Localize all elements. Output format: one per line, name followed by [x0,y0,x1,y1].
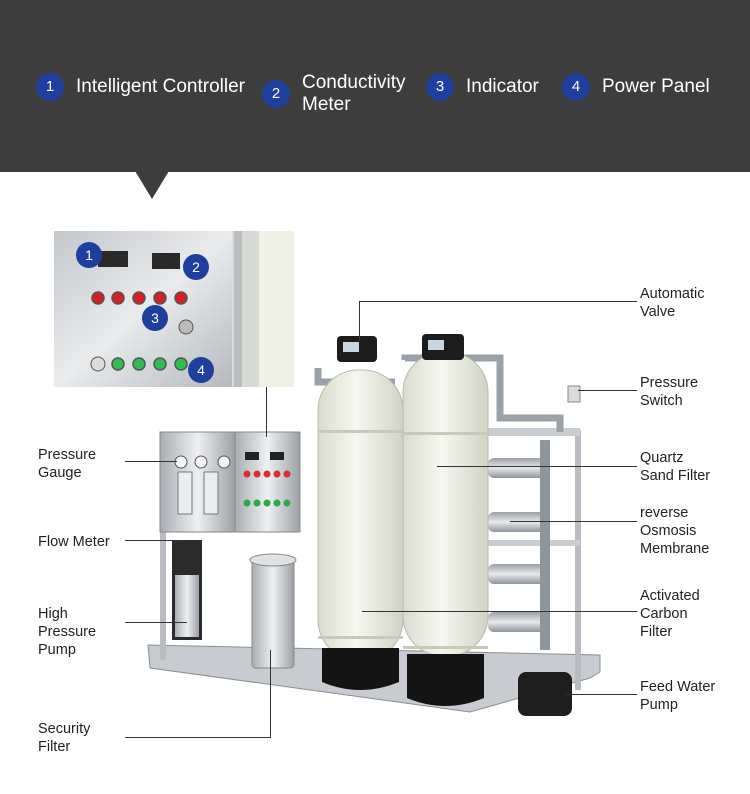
leader-security-filter [125,737,270,738]
inset-badge-1: 1 [76,242,102,268]
leader-automatic-valve-vertical [359,301,360,341]
leader-quartz-sand-filter [437,466,637,467]
label-feed-water-pump: Feed Water Pump [640,679,716,713]
leader-feed-water-pump [565,694,637,695]
inset-badge-2: 2 [183,254,209,280]
inset-badge-4: 4 [188,357,214,383]
leader-pressure-switch [578,390,637,391]
header-banner: 1 Intelligent Controller 2 Conductivity … [0,0,750,172]
legend-item-indicator: 3 Indicator [426,73,539,101]
leader-flow-meter [125,540,185,541]
legend-number: 2 [262,80,290,108]
leader-pressure-gauge [125,461,177,462]
control-panel-closeup: 1 2 3 4 [54,231,294,387]
leader-activated-carbon-filter [362,611,637,612]
label-pressure-switch: Pressure Switch [640,375,699,409]
legend-number: 3 [426,73,454,101]
banner-pointer [135,171,169,199]
label-automatic-valve: Automatic Valve [640,286,705,320]
label-ro-membrane: reverse Osmosis Membrane [640,505,710,557]
legend-label: Conductivity Meter [302,72,406,115]
label-high-pressure-pump: High Pressure Pump [38,606,97,658]
legend-number: 4 [562,73,590,101]
inset-connector-line [266,387,267,437]
legend-item-controller: 1 Intelligent Controller [36,73,245,101]
label-security-filter: Security Filter [38,721,91,755]
legend-label: Intelligent Controller [76,76,245,97]
label-flow-meter: Flow Meter [38,534,110,550]
label-pressure-gauge: Pressure Gauge [38,447,97,481]
legend-item-power-panel: 4 Power Panel [562,73,710,101]
legend-label: Power Panel [602,76,710,97]
legend-number: 1 [36,73,64,101]
label-quartz-sand-filter: Quartz Sand Filter [640,450,711,484]
leader-high-pressure-pump [125,622,187,623]
legend-item-conductivity: 2 Conductivity Meter [262,72,406,116]
legend-label: Indicator [466,76,539,97]
inset-badge-3: 3 [142,305,168,331]
leader-automatic-valve [359,301,637,302]
label-activated-carbon-filter: Activated Carbon Filter [640,588,700,640]
leader-ro-membrane [510,521,637,522]
leader-security-filter-vertical [270,650,271,738]
